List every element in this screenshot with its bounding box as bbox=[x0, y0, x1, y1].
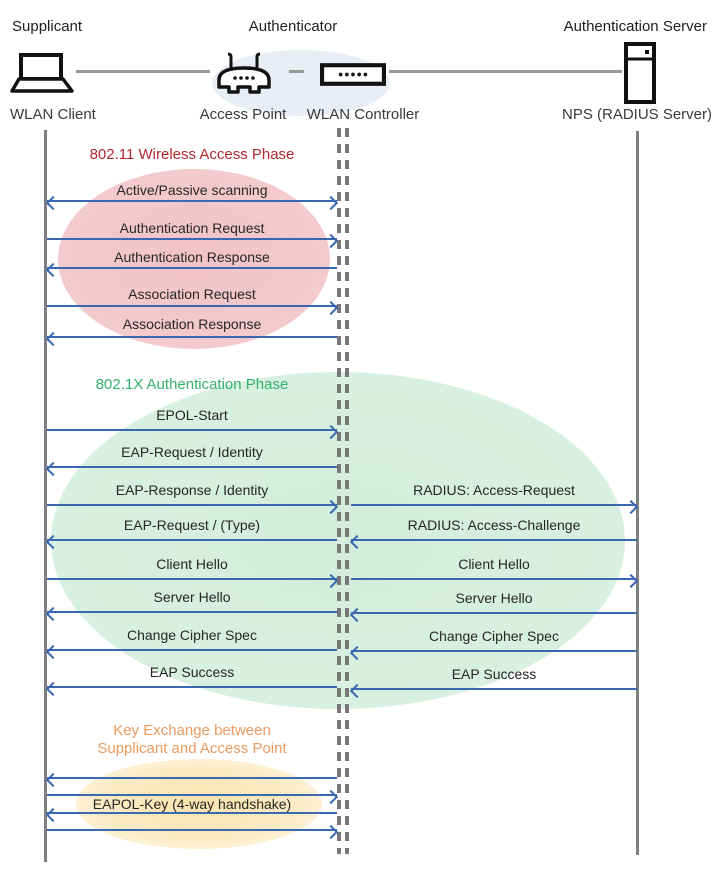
message-label: EAP-Request / Identity bbox=[121, 444, 263, 460]
message-arrow bbox=[349, 534, 637, 550]
phase1-title: 802.11 Wireless Access Phase bbox=[89, 146, 295, 163]
arrowhead-right-icon bbox=[323, 300, 339, 316]
message-arrow bbox=[45, 772, 337, 788]
role-authentication-server: Authentication Server bbox=[563, 18, 707, 35]
message-label: Authentication Request bbox=[119, 220, 265, 236]
message-label: EAP Success bbox=[451, 666, 537, 682]
message-label: Authentication Response bbox=[114, 249, 270, 265]
message-label: Client Hello bbox=[156, 556, 228, 572]
arrowhead-left-icon bbox=[45, 331, 61, 347]
message-arrow bbox=[351, 499, 639, 515]
message-arrow bbox=[47, 233, 339, 249]
message-arrow bbox=[45, 807, 337, 823]
message-arrow bbox=[349, 683, 637, 699]
device-label-wlan-controller: WLAN Controller bbox=[306, 106, 420, 123]
arrowhead-left-icon bbox=[45, 644, 61, 660]
role-supplicant: Supplicant bbox=[12, 18, 83, 35]
message-arrow bbox=[47, 300, 339, 316]
device-label-wlan-client: WLAN Client bbox=[10, 106, 96, 123]
message-arrow bbox=[45, 681, 337, 697]
device-label-access-point: Access Point bbox=[199, 106, 287, 123]
phase3-title-line2: Supplicant and Access Point bbox=[97, 740, 287, 757]
arrowhead-left-icon bbox=[45, 681, 61, 697]
message-label: Association Response bbox=[122, 316, 262, 332]
message-label: EAPOL-Key (4-way handshake) bbox=[92, 796, 292, 812]
wireless-router-icon bbox=[213, 51, 275, 100]
message-arrow bbox=[47, 573, 339, 589]
phase1-ellipse bbox=[58, 169, 330, 349]
message-label: EAP Success bbox=[149, 664, 235, 680]
message-label: EAP-Response / Identity bbox=[115, 482, 269, 498]
message-label: Active/Passive scanning bbox=[116, 182, 268, 198]
lifeline-auth-server bbox=[636, 131, 639, 855]
message-label: Client Hello bbox=[458, 556, 530, 572]
message-arrow bbox=[47, 499, 339, 515]
message-arrow bbox=[45, 606, 337, 622]
message-arrow bbox=[47, 789, 339, 805]
device-label-nps: NPS (RADIUS Server) bbox=[561, 106, 713, 123]
phase3-title-line1: Key Exchange between bbox=[113, 722, 271, 739]
message-label: Server Hello bbox=[153, 589, 231, 605]
arrowhead-left-icon bbox=[45, 461, 61, 477]
message-label: RADIUS: Access-Request bbox=[413, 482, 575, 498]
arrowhead-right-icon bbox=[323, 824, 339, 840]
message-label: Server Hello bbox=[455, 590, 533, 606]
message-arrow bbox=[45, 461, 337, 477]
message-arrow bbox=[45, 195, 339, 211]
phase3-title: Key Exchange between Supplicant and Acce… bbox=[47, 722, 337, 758]
connector-controller-server bbox=[389, 70, 622, 73]
message-label: EAP-Request / (Type) bbox=[123, 517, 261, 533]
phase3-ellipse bbox=[76, 759, 322, 849]
message-arrow bbox=[349, 607, 637, 623]
server-icon bbox=[624, 42, 656, 109]
role-authenticator: Authenticator bbox=[248, 18, 338, 35]
message-arrow bbox=[45, 534, 337, 550]
message-arrow bbox=[45, 644, 337, 660]
message-arrow bbox=[351, 573, 639, 589]
lifeline-controller-dash-left bbox=[337, 128, 341, 854]
message-arrow bbox=[47, 424, 339, 440]
arrowhead-left-icon bbox=[45, 772, 61, 788]
message-arrow bbox=[47, 824, 339, 840]
message-label: Change Cipher Spec bbox=[429, 628, 559, 644]
message-arrow bbox=[349, 645, 637, 661]
message-label: RADIUS: Access-Challenge bbox=[407, 517, 581, 533]
connector-client-ap bbox=[76, 70, 210, 73]
arrowhead-right-icon bbox=[323, 195, 339, 211]
phase2-title: 802.1X Authentication Phase bbox=[95, 376, 289, 393]
arrowhead-left-icon bbox=[45, 606, 61, 622]
message-label: Change Cipher Spec bbox=[127, 627, 257, 643]
controller-box-icon bbox=[320, 63, 386, 91]
message-label: EPOL-Start bbox=[156, 407, 228, 423]
lifeline-supplicant bbox=[44, 130, 47, 862]
message-arrow bbox=[45, 331, 337, 347]
connector-ap-controller bbox=[289, 70, 304, 73]
message-arrow bbox=[45, 262, 337, 278]
arrowhead-left-icon bbox=[45, 195, 61, 211]
message-label: Association Request bbox=[128, 286, 256, 302]
lifeline-controller-dash-right bbox=[345, 128, 349, 854]
laptop-icon bbox=[10, 53, 74, 100]
